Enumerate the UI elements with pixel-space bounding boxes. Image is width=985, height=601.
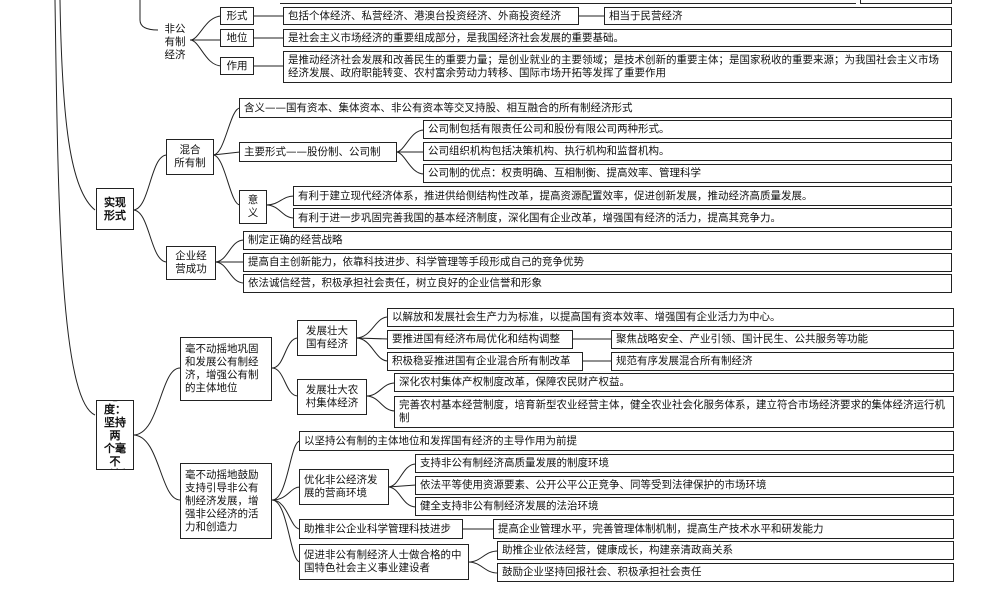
qiye-item-3: 依法诚信经营，积极承担社会责任，树立良好的企业信誉和形象 bbox=[243, 274, 952, 293]
qiye-item-2: 提高自主创新能力，依靠科技进步、科学管理等手段形成自己的竞争优势 bbox=[243, 253, 952, 272]
zhutui-label: 助推非公企业科学管理科技进步 bbox=[299, 519, 463, 539]
nongong-diwei-text: 是社会主义市场经济的重要组成部分，是我国经济社会发展的重要基础。 bbox=[283, 29, 952, 47]
guli-label: 毫不动摇地鼓励支持引导非公有制经济发展，增强非公经济的活力和创造力 bbox=[180, 463, 272, 539]
hunhe-yiyi-label: 意 义 bbox=[239, 190, 267, 224]
cujin-item-2: 鼓励企业坚持回报社会、积极承担社会责任 bbox=[497, 563, 954, 582]
guoyou-label: 发展壮大 国有经济 bbox=[297, 320, 357, 356]
hunhe-zhuyao-item-2: 公司组织机构包括决策机构、执行机构和监督机构。 bbox=[423, 142, 952, 161]
gonggu-label: 毫不动摇地巩固和发展公有制经济，增强公有制的主体地位 bbox=[180, 337, 272, 401]
nongcun-item-2: 完善农村基本经营制度，培育新型农业经营主体，健全农业社会化服务体系，建立符合市场… bbox=[394, 396, 954, 428]
hunhe-yiyi-item-2: 有利于进一步巩固完善我国的基本经济制度，深化国有企业改革，增强国有经济的活力，提… bbox=[293, 208, 952, 228]
youhua-item-1: 支持非公有制经济高质量发展的制度环境 bbox=[415, 454, 954, 473]
guoyou-item-3-note: 规范有序发展混合所有制经济 bbox=[611, 352, 954, 371]
nongong-xingshi-label: 形式 bbox=[220, 7, 254, 25]
nongong-label: 非公 有制 经济 bbox=[164, 22, 186, 61]
youhua-item-2: 依法平等使用资源要素、公开公平公正竞争、同等受到法律保护的市场环境 bbox=[415, 476, 954, 495]
hunhe-label: 混合 所有制 bbox=[166, 139, 214, 175]
youhua-label: 优化非公经济发 展的营商环境 bbox=[299, 469, 389, 505]
guoyou-item-1: 以解放和发展社会生产力为标准，以提高国有资本效率、增强国有企业活力为中心。 bbox=[387, 308, 954, 327]
guoyou-item-3: 积极稳妥推进国有企业混合所有制改革 bbox=[387, 352, 583, 371]
guli-qianti: 以坚持公有制的主体地位和发挥国有经济的主导作用为前提 bbox=[299, 431, 954, 451]
youhua-item-3: 健全支持非公有制经济发展的法治环境 bbox=[415, 497, 954, 516]
cujin-label: 促进非公有制经济人士做合格的中国特色社会主义事业建设者 bbox=[299, 544, 469, 580]
guoyou-item-2: 要推进国有经济布局优化和结构调整 bbox=[387, 330, 573, 349]
hunhe-zhuyao-label: 主要形式——股份制、公司制 bbox=[239, 142, 397, 162]
hunhe-yiyi-item-1: 有利于建立现代经济体系，推进供给侧结构性改革，提高资源配置效率，促进创新发展，推… bbox=[293, 186, 952, 206]
nongong-xingshi-note: 相当于民营经济 bbox=[604, 7, 952, 25]
qiye-item-1: 制定正确的经营战略 bbox=[243, 231, 952, 250]
zhutui-text: 提高企业管理水平，完善管理体制机制，提高生产技术水平和研发能力 bbox=[493, 519, 954, 539]
guoyou-item-2-note: 聚焦战略安全、产业引领、国计民生、公共服务等功能 bbox=[611, 330, 954, 349]
nongong-diwei-label: 地位 bbox=[220, 29, 254, 47]
hunhe-zhuyao-item-1: 公司制包括有限责任公司和股份有限公司两种形式。 bbox=[423, 120, 952, 139]
top-edge-box bbox=[860, 0, 952, 4]
shixian-label: 实现 形式 bbox=[96, 188, 134, 230]
nongcun-item-1: 深化农村集体产权制度改革，保障农民财产权益。 bbox=[394, 373, 954, 392]
hunhe-hanyi: 含义——国有资本、集体资本、非公有资本等交叉持股、相互融合的所有制经济形式 bbox=[239, 98, 952, 118]
taidu-label: 态度： 坚持两 个毫不 动摇 bbox=[96, 400, 134, 470]
nongong-zuoyong-label: 作用 bbox=[220, 57, 254, 75]
nongcun-label: 发展壮大农 村集体经济 bbox=[297, 379, 367, 415]
cujin-item-1: 助推企业依法经营，健康成长，构建亲清政商关系 bbox=[497, 541, 954, 560]
top-edge-line bbox=[280, 0, 856, 4]
nongong-xingshi-text: 包括个体经济、私营经济、港澳台投资经济、外商投资经济 bbox=[283, 7, 579, 25]
hunhe-zhuyao-item-3: 公司制的优点：权责明确、互相制衡、提高效率、管理科学 bbox=[423, 164, 952, 183]
nongong-zuoyong-text: 是推动经济社会发展和改善民生的重要力量；是创业就业的主要领域；是技术创新的重要主… bbox=[283, 51, 952, 83]
qiye-label: 企业经 营成功 bbox=[166, 246, 216, 280]
